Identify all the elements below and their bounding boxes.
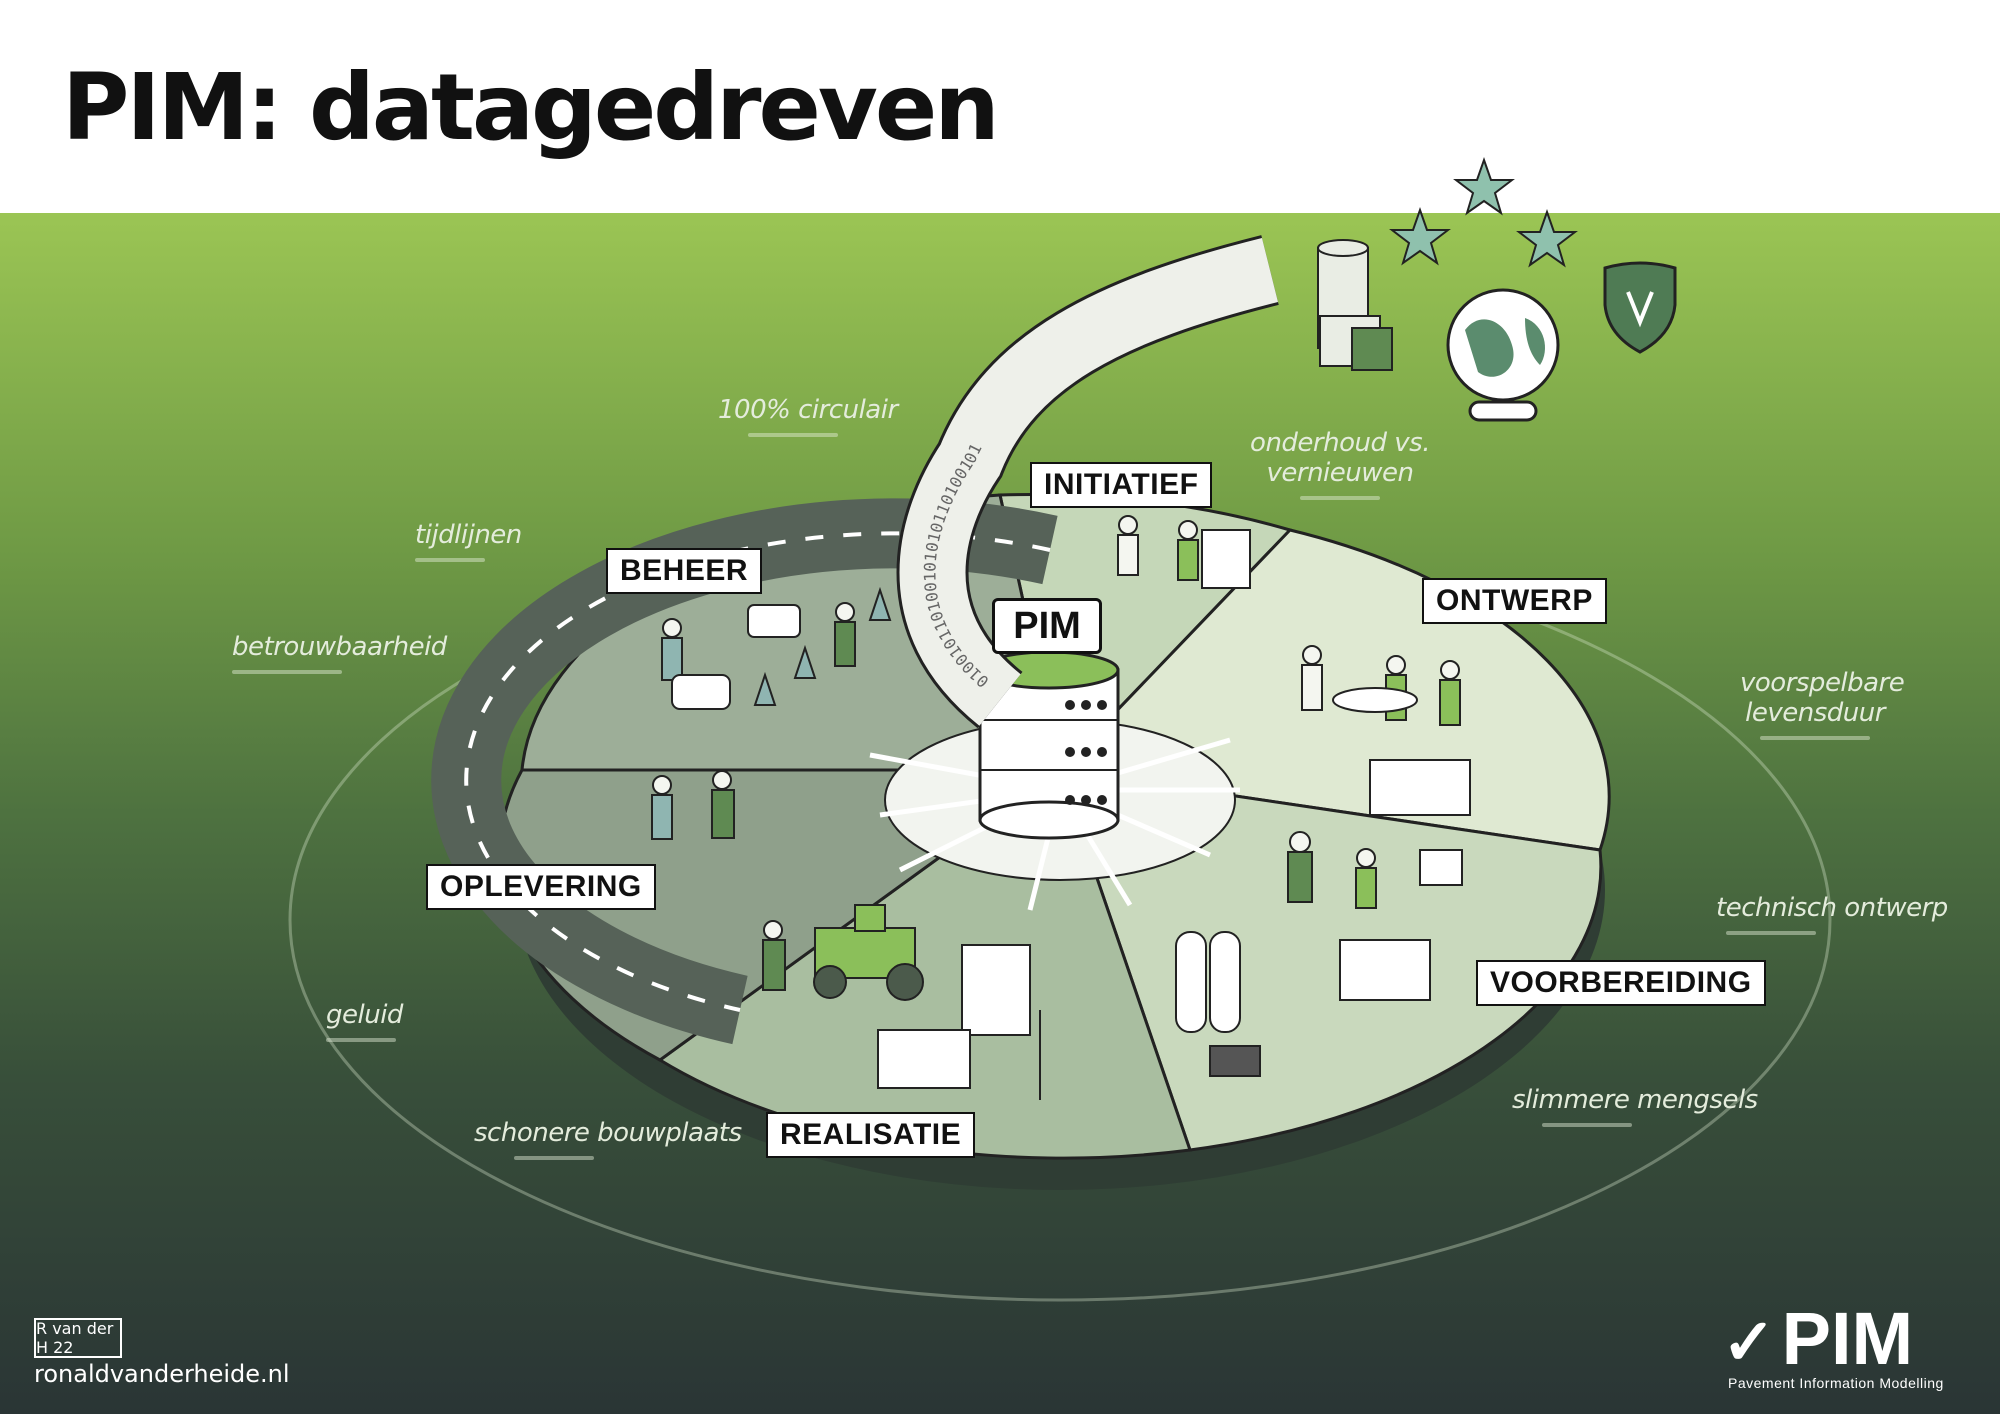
stage-label-ontwerp: ONTWERP bbox=[1422, 578, 1607, 624]
pim-sign: PIM bbox=[992, 598, 1102, 654]
pim-logo-text: PIM bbox=[1781, 1297, 1914, 1380]
data-ribbon bbox=[899, 237, 1279, 726]
building-icon bbox=[961, 944, 1031, 1036]
blueprint-icon bbox=[1369, 759, 1471, 816]
benefit-geluid: geluid bbox=[326, 1000, 403, 1042]
star-icon bbox=[1516, 208, 1578, 268]
pim-logo-subtitle: Pavement Information Modelling bbox=[1728, 1375, 1944, 1391]
artist-signature: R van der H 22 bbox=[34, 1318, 122, 1358]
star-icon bbox=[1453, 156, 1515, 216]
container-icon bbox=[877, 1029, 971, 1089]
benefit-circulair: 100% circulair bbox=[718, 395, 898, 437]
globe-icon bbox=[1446, 288, 1560, 422]
people-figures bbox=[651, 515, 1463, 991]
traffic-cones bbox=[753, 586, 892, 706]
silo-icon bbox=[1175, 931, 1207, 1033]
coin-stack-icon bbox=[1317, 239, 1393, 371]
star-icon bbox=[1389, 206, 1451, 266]
benefit-onderhoud: onderhoud vs. vernieuwen bbox=[1250, 428, 1430, 500]
sector-voorbereiding bbox=[1057, 768, 1603, 1152]
stars bbox=[1389, 156, 1578, 268]
stage-label-realisatie: REALISATIE bbox=[766, 1112, 976, 1158]
benefit-tijdlijnen: tijdlijnen bbox=[415, 520, 522, 562]
stage-label-beheer: BEHEER bbox=[606, 548, 763, 594]
benefit-schonere-bouwplaats: schonere bouwplaats bbox=[474, 1118, 742, 1160]
checkmark-icon: ✓ bbox=[1722, 1306, 1776, 1378]
page-title: PIM: datagedreven bbox=[62, 54, 1000, 161]
pim-logo: ✓PIM bbox=[1722, 1302, 1913, 1376]
benefit-technisch-ontwerp: technisch ontwerp bbox=[1716, 893, 1948, 935]
artist-website: ronaldvanderheide.nl bbox=[34, 1360, 290, 1388]
benefit-betrouwbaarheid: betrouwbaarheid bbox=[232, 632, 447, 674]
benefit-slimmere-mengsels: slimmere mengsels bbox=[1512, 1085, 1758, 1127]
site-objects bbox=[671, 604, 1471, 1100]
stage-label-voorbereiding: VOORBEREIDING bbox=[1476, 960, 1766, 1006]
header: PIM: datagedreven bbox=[0, 0, 2000, 213]
shield-icon bbox=[1603, 261, 1677, 354]
plan-document-icon bbox=[1339, 939, 1431, 1001]
van-icon bbox=[747, 604, 801, 638]
stage-label-initiatief: INITIATIEF bbox=[1030, 462, 1213, 508]
road-ring bbox=[431, 498, 1058, 1045]
benefit-levensduur: voorspelbare levensduur bbox=[1740, 668, 1905, 740]
car-icon bbox=[671, 674, 731, 710]
stage-label-oplevering: OPLEVERING bbox=[426, 864, 656, 910]
